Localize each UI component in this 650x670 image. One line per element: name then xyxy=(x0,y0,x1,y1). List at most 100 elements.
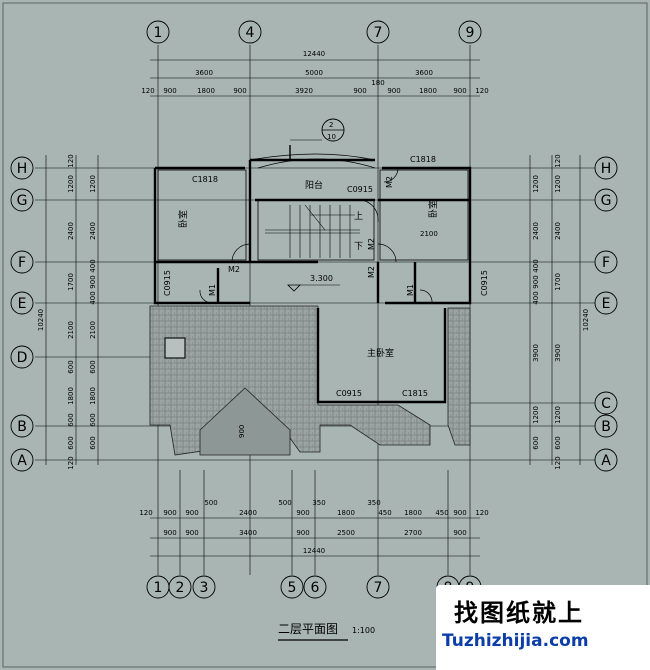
door-c0915-right: C0915 xyxy=(480,270,489,296)
left-dim-o5: 600 xyxy=(67,360,75,373)
detail-marker-bottom: 10 xyxy=(327,133,336,141)
thin-walls xyxy=(157,153,469,261)
detail-marker-top: 2 xyxy=(329,121,333,129)
door-m2-c: M2 xyxy=(367,266,376,278)
axis-label-bottom-7: 7 xyxy=(374,580,383,596)
top-dim-r3-7: 900 xyxy=(387,87,400,95)
left-dim-o1: 1200 xyxy=(67,175,75,193)
left-dim-total: 10240 xyxy=(37,309,45,331)
left-dim-i0: 1200 xyxy=(89,175,97,193)
right-dim-o1: 1200 xyxy=(554,175,562,193)
top-dim-r3-10: 120 xyxy=(475,87,488,95)
top-dim-3600a: 3600 xyxy=(195,69,213,77)
axis-label-left-B: B xyxy=(17,419,27,435)
bottom-dim-r1-0: 120 xyxy=(139,509,152,517)
bottom-dim-r2-4: 2500 xyxy=(337,529,355,537)
top-dim-r3-9: 900 xyxy=(453,87,466,95)
top-dim-r3-3: 900 xyxy=(233,87,246,95)
axis-bubbles xyxy=(10,20,618,599)
right-dim-total: 10240 xyxy=(582,309,590,331)
watermark: 找图纸就上 Tuzhizhijia.com xyxy=(436,585,650,670)
left-dim-o8: 600 xyxy=(67,436,75,449)
right-dim-o0: 120 xyxy=(554,154,562,167)
bottom-dim-r1-14: 120 xyxy=(475,509,488,517)
axis-label-bottom-3: 3 xyxy=(200,580,209,596)
roof-tiles xyxy=(149,305,471,456)
top-dim-r3-1: 900 xyxy=(163,87,176,95)
axis-label-right-H: H xyxy=(601,161,612,177)
axis-label-right-E: E xyxy=(602,296,611,312)
right-dim-i1: 2400 xyxy=(532,222,540,240)
axis-label-top-1: 1 xyxy=(154,25,163,41)
left-dim-i8: 600 xyxy=(89,413,97,426)
bottom-dim-r1-12: 450 xyxy=(435,509,448,517)
room-master-bedroom: 主卧室 xyxy=(367,347,394,359)
drawing-scale: 1:100 xyxy=(352,626,375,635)
axis-label-right-G: G xyxy=(601,193,612,209)
right-dim-o7: 120 xyxy=(554,456,562,469)
top-dim-5000: 5000 xyxy=(305,69,323,77)
top-dim-r3-5: 900 xyxy=(353,87,366,95)
left-dim-i3: 900 xyxy=(89,275,97,288)
left-dim-o9: 120 xyxy=(67,456,75,469)
axis-label-bottom-2: 2 xyxy=(176,580,185,596)
window-c1818-left: C1818 xyxy=(192,175,218,184)
door-c0915-top: C0915 xyxy=(347,185,373,194)
door-m2-a: M2 xyxy=(228,265,240,274)
axis-label-left-A: A xyxy=(17,453,27,469)
bottom-dim-r1-8: 1800 xyxy=(337,509,355,517)
left-dim-i4: 400 xyxy=(89,291,97,304)
right-dim-o5: 1200 xyxy=(554,406,562,424)
bottom-dim-r2-2: 3400 xyxy=(239,529,257,537)
left-dim-i9: 600 xyxy=(89,436,97,449)
axis-label-bottom-6: 6 xyxy=(311,580,320,596)
right-dim-i3: 900 xyxy=(532,275,540,288)
left-dim-o6: 1800 xyxy=(67,387,75,405)
room-bedroom-left: 卧室 xyxy=(177,210,189,228)
left-dim-o2: 2400 xyxy=(67,222,75,240)
left-dim-o3: 1700 xyxy=(67,273,75,291)
left-dim-o4: 2100 xyxy=(67,321,75,339)
door-m1-a: M1 xyxy=(208,284,217,296)
right-dim-i2: 400 xyxy=(532,259,540,272)
staircase xyxy=(265,204,360,258)
room-bedroom-right: 卧室 xyxy=(427,200,439,218)
axis-label-left-E: E xyxy=(18,296,27,312)
bottom-dim-r2-5: 2700 xyxy=(404,529,422,537)
bottom-dim-r1-5: 500 xyxy=(278,499,291,507)
left-dim-o7: 600 xyxy=(67,413,75,426)
axis-label-right-C: C xyxy=(601,396,611,412)
axis-lines xyxy=(35,45,595,575)
right-dim-o4: 3900 xyxy=(554,344,562,362)
room-balcony: 阳台 xyxy=(305,179,323,191)
dim-900-label: 900 xyxy=(238,425,246,438)
left-dim-i1: 2400 xyxy=(89,222,97,240)
door-swings xyxy=(199,167,433,304)
axis-label-right-A: A xyxy=(601,453,611,469)
watermark-cn: 找图纸就上 xyxy=(454,599,584,627)
bottom-dim-r1-9: 350 xyxy=(367,499,380,507)
top-dim-r3-4: 3920 xyxy=(295,87,313,95)
left-dim-i6: 600 xyxy=(89,360,97,373)
left-dim-i5: 2100 xyxy=(89,321,97,339)
right-dim-o6: 600 xyxy=(554,436,562,449)
axis-label-top-4: 4 xyxy=(246,25,255,41)
dim-2100-label: 2100 xyxy=(420,230,438,238)
axis-label-bottom-1: 1 xyxy=(154,580,163,596)
dimension-lines xyxy=(45,59,581,557)
right-dim-i7: 600 xyxy=(532,436,540,449)
axis-label-left-D: D xyxy=(17,350,28,366)
door-c0915-master: C0915 xyxy=(336,389,362,398)
floor-elevation: 3.300 xyxy=(310,274,333,283)
bottom-dim-r1-2: 900 xyxy=(185,509,198,517)
bottom-dim-r1-10: 450 xyxy=(378,509,391,517)
axis-label-left-F: F xyxy=(18,255,26,271)
watermark-url: Tuzhizhijia.com xyxy=(442,631,589,651)
bottom-dim-r1-7: 350 xyxy=(312,499,325,507)
right-dim-i0: 1200 xyxy=(532,175,540,193)
bottom-dim-r1-1: 900 xyxy=(163,509,176,517)
axis-label-top-9: 9 xyxy=(466,25,475,41)
door-m1-b: M1 xyxy=(406,284,415,296)
